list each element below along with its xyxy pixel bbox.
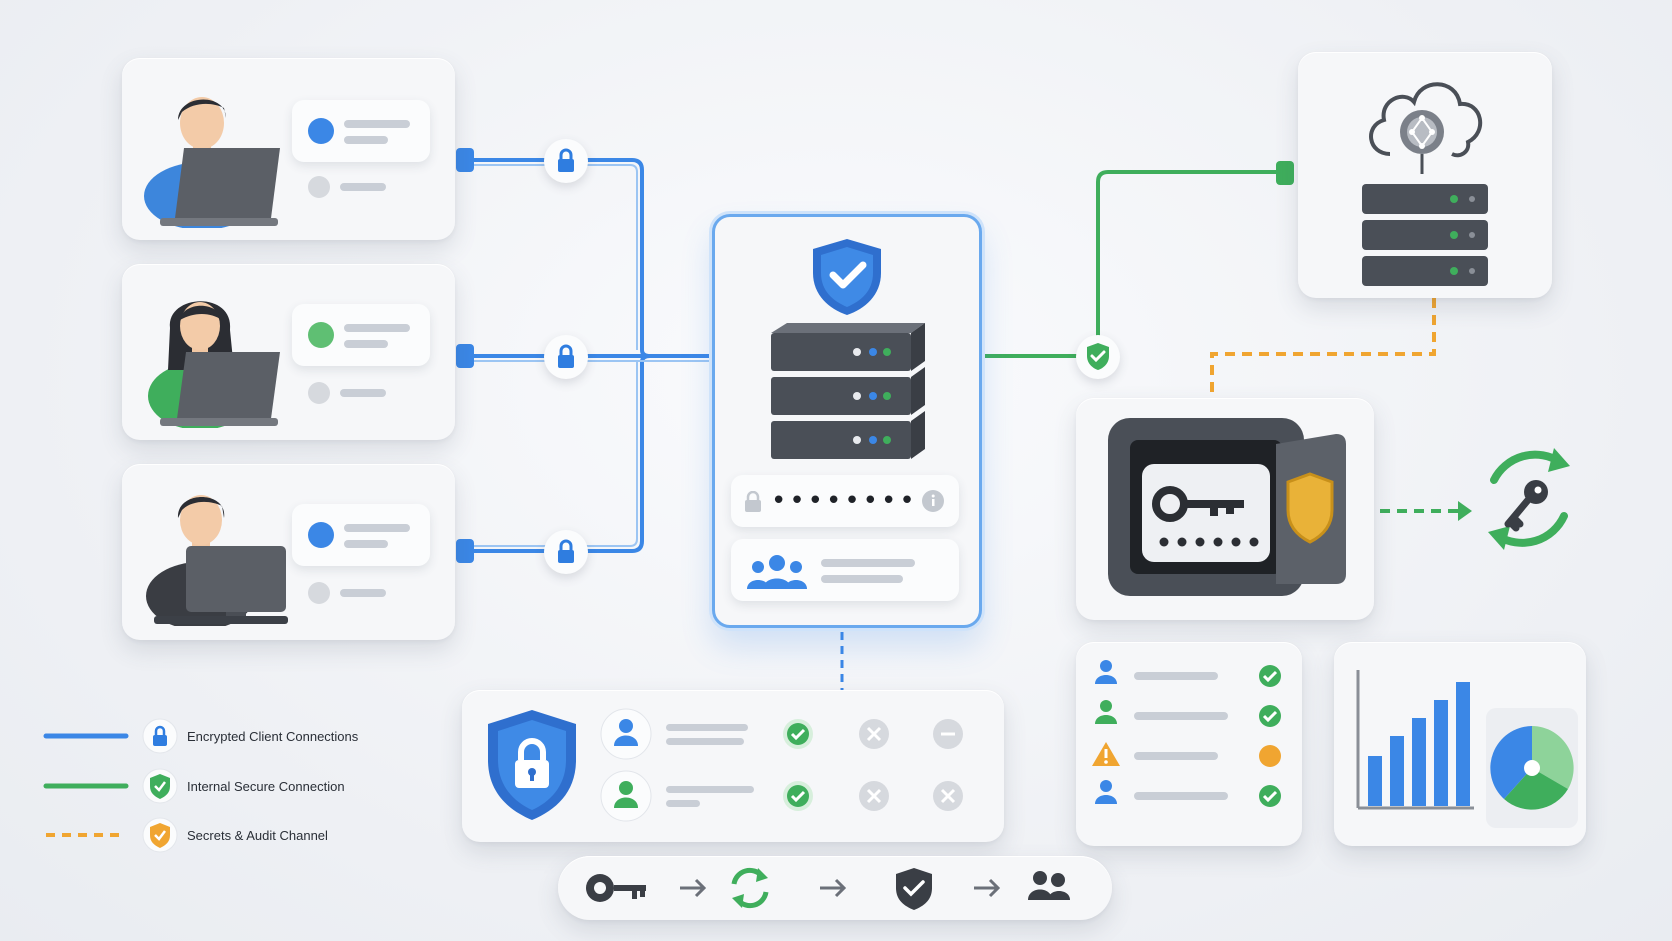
key-icon <box>586 874 646 902</box>
access-list-rows <box>1092 660 1281 807</box>
connector-tab <box>456 344 474 368</box>
status-dot <box>308 176 330 198</box>
lock-node <box>544 530 588 574</box>
user-group-panel[interactable] <box>731 539 959 601</box>
pie-chart <box>1490 726 1574 810</box>
status-dot <box>308 522 334 548</box>
table-row <box>600 708 963 760</box>
lock-icon <box>558 344 574 368</box>
server-stack-icon <box>1362 184 1488 286</box>
user-laptop-icon <box>144 97 280 228</box>
analytics-charts <box>1356 670 1578 828</box>
info-icon[interactable] <box>921 489 945 513</box>
shield-check-icon <box>1087 343 1109 370</box>
table-row <box>600 770 963 822</box>
status-dot <box>308 382 330 404</box>
list-item <box>1095 780 1281 807</box>
shield-check-icon <box>896 868 932 910</box>
audit-permissions-panel[interactable] <box>462 690 1004 842</box>
cloud-server-card[interactable] <box>1298 52 1552 298</box>
bar <box>1390 736 1404 806</box>
client-card-2[interactable] <box>122 264 455 440</box>
users-icon <box>747 555 807 589</box>
lock-node <box>544 335 588 379</box>
workflow-icons <box>586 867 1070 910</box>
connector-tab <box>456 148 474 172</box>
access-list-card[interactable] <box>1076 642 1302 846</box>
legend-label-internal: Internal Secure Connection <box>187 779 345 794</box>
client-card-1[interactable] <box>122 58 455 240</box>
users-icon <box>1028 871 1070 900</box>
internal-secure-line <box>978 170 1290 358</box>
arrow-right-icon <box>820 878 847 898</box>
bar <box>1434 700 1448 806</box>
secrets-vault-card[interactable] <box>1076 398 1374 620</box>
permission-rows <box>600 708 963 822</box>
list-item <box>1092 742 1281 767</box>
client3-line <box>461 354 652 553</box>
password-mask: •••••••• <box>771 486 918 516</box>
legend-label-encrypted: Encrypted Client Connections <box>187 729 359 744</box>
lock-icon <box>745 491 761 512</box>
server-stack-icon <box>771 323 925 459</box>
shield-check-icon <box>813 239 881 315</box>
status-dot <box>308 322 334 348</box>
client1-line <box>461 158 714 358</box>
list-item <box>1095 660 1281 687</box>
connector-tab <box>1276 161 1294 185</box>
lock-icon <box>558 539 574 563</box>
client-card-3[interactable] <box>122 464 455 640</box>
list-item <box>1095 700 1281 727</box>
password-field[interactable]: •••••••• <box>731 475 959 527</box>
client-status-bubble <box>292 304 430 366</box>
arrow-right-icon <box>680 878 707 898</box>
user-laptop-icon <box>148 301 280 428</box>
user-desktop-icon <box>146 495 288 626</box>
bar <box>1412 718 1426 806</box>
status-dot <box>308 582 330 604</box>
connector-tab <box>456 539 474 563</box>
legend-markers <box>43 718 178 853</box>
bar <box>1368 756 1382 806</box>
secrets-audit-line <box>1210 298 1436 398</box>
analytics-card[interactable] <box>1334 642 1586 846</box>
legend-label-secrets: Secrets & Audit Channel <box>187 828 328 843</box>
bar <box>1456 682 1470 806</box>
shield-node <box>1076 335 1120 379</box>
shield-lock-icon <box>488 710 576 820</box>
refresh-icon <box>731 867 769 909</box>
client-status-bubble <box>292 504 430 566</box>
status-dot <box>308 118 334 144</box>
vault-safe-icon <box>1108 418 1346 596</box>
central-auth-server[interactable]: •••••••• <box>712 214 982 628</box>
key-rotation-icon[interactable] <box>1474 440 1584 560</box>
workflow-strip <box>558 856 1112 920</box>
lock-node <box>544 139 588 183</box>
arrow-right-icon <box>974 878 1001 898</box>
lock-icon <box>558 148 574 172</box>
cloud-network-icon <box>1369 82 1483 174</box>
client-status-bubble <box>292 100 430 162</box>
arrow-head-icon <box>1458 501 1472 521</box>
